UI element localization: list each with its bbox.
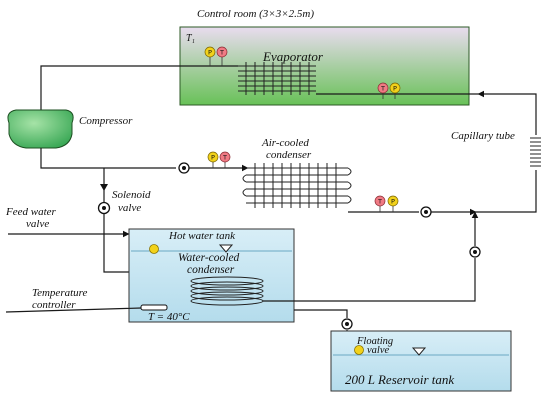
- water-cooled-label-1: Water-cooled: [178, 252, 240, 264]
- temperature-gauge: [216, 46, 228, 58]
- t1-label: T₁: [186, 33, 195, 44]
- hot-water-level-marker: [218, 244, 234, 253]
- reservoir-level-marker: [411, 347, 427, 356]
- temperature-controller-label-1: Temperature: [32, 287, 88, 299]
- check-valve-water-outlet-dot: [473, 250, 477, 254]
- temperature-setting: T = 40°C: [148, 311, 190, 323]
- solenoid-arrow: [100, 184, 108, 191]
- air-cooled-label-1: Air-cooled: [261, 137, 309, 149]
- reservoir-tank: [330, 330, 512, 392]
- capillary-label: Capillary tube: [451, 130, 515, 142]
- check-valve-reservoir-dot: [345, 322, 349, 326]
- control-room-label: Control room (3×3×2.5m): [197, 8, 314, 20]
- pressure-gauge: [207, 151, 219, 163]
- gauge-pair-evaporator-right: T P: [377, 82, 401, 99]
- feed-water-label-1: Feed water: [5, 206, 57, 218]
- air-cooled-label-2: condenser: [266, 149, 312, 161]
- temperature-controller-line: [5, 307, 142, 313]
- discharge-line: [40, 148, 176, 169]
- pressure-gauge: [389, 82, 401, 94]
- pressure-gauge-letter: P: [208, 49, 212, 57]
- suction-line: [37, 65, 238, 118]
- temperature-gauge-letter: T: [222, 154, 227, 162]
- reservoir-float: [354, 345, 364, 355]
- compressor-label: Compressor: [79, 115, 133, 127]
- floating-valve-label-2: valve: [367, 345, 389, 356]
- temperature-probe: [140, 304, 168, 311]
- compressor: [7, 109, 74, 149]
- pressure-gauge-letter: P: [211, 154, 215, 162]
- solenoid-label-2: valve: [118, 202, 141, 214]
- solenoid-valve-dot: [102, 206, 106, 210]
- temperature-gauge: [374, 195, 386, 207]
- capillary-tube: [529, 135, 541, 169]
- floating-valve-label-1: Floating: [356, 336, 393, 347]
- temperature-gauge-letter: T: [380, 85, 385, 93]
- water-cooled-outlet: [263, 258, 476, 302]
- temperature-gauge-letter: T: [219, 49, 224, 57]
- capillary-to-evaporator: [477, 90, 537, 135]
- gauge-pair-air-outlet: T P: [374, 195, 399, 212]
- pressure-gauge-letter: P: [393, 85, 397, 93]
- temperature-controller-label-2: controller: [32, 299, 76, 311]
- feed-water-label-2: valve: [26, 218, 49, 230]
- water-cooled-label-2: condenser: [187, 264, 235, 276]
- pressure-gauge: [387, 195, 399, 207]
- evaporator-label: Evaporator: [262, 49, 324, 64]
- check-valve-discharge-dot: [182, 166, 186, 170]
- liquid-line: [474, 170, 537, 213]
- gauge-pair-discharge: P T: [207, 151, 231, 168]
- temperature-gauge: [219, 151, 231, 163]
- reservoir-label: 200 L Reservoir tank: [345, 372, 454, 387]
- hot-water-float: [149, 244, 159, 254]
- pressure-gauge: [204, 46, 216, 58]
- air-cooled-condenser-coil: [242, 163, 352, 208]
- evaporator-coil: [238, 62, 316, 95]
- hot-water-tank-label: Hot water tank: [168, 230, 236, 242]
- temperature-gauge-letter: T: [377, 198, 382, 206]
- gauge-pair-evaporator-left: P T: [204, 46, 228, 66]
- temperature-gauge: [377, 82, 389, 94]
- check-valve-air-outlet-dot: [424, 210, 428, 214]
- solenoid-label-1: Solenoid: [112, 189, 151, 201]
- pressure-gauge-letter: P: [391, 198, 395, 206]
- hot-water-to-reservoir: [294, 309, 348, 318]
